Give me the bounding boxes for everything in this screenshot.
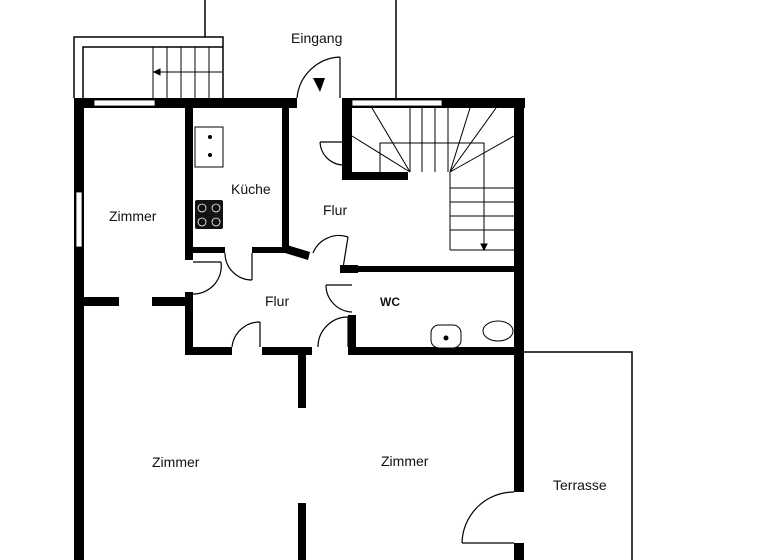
wc-fixtures xyxy=(430,320,514,349)
outside-lines xyxy=(73,0,633,560)
outdoor-stairs xyxy=(152,47,222,98)
kitchen-fixtures xyxy=(194,126,224,229)
toilet-icon xyxy=(482,320,514,342)
label-terrace: Terrasse xyxy=(553,477,607,493)
label-entrance: Eingang xyxy=(291,30,343,46)
windows xyxy=(75,99,443,248)
label-hall-upper: Flur xyxy=(323,202,348,218)
label-room-lower-right: Zimmer xyxy=(381,453,429,469)
label-kitchen: Küche xyxy=(231,181,271,197)
label-wc: WC xyxy=(380,295,400,309)
sink-icon xyxy=(194,126,224,168)
doors xyxy=(192,56,515,544)
label-hall-lower: Flur xyxy=(265,293,290,309)
staircase xyxy=(351,107,515,252)
stove-icon xyxy=(195,200,223,229)
label-room-left-upper: Zimmer xyxy=(109,208,157,224)
label-room-lower-left: Zimmer xyxy=(152,454,200,470)
